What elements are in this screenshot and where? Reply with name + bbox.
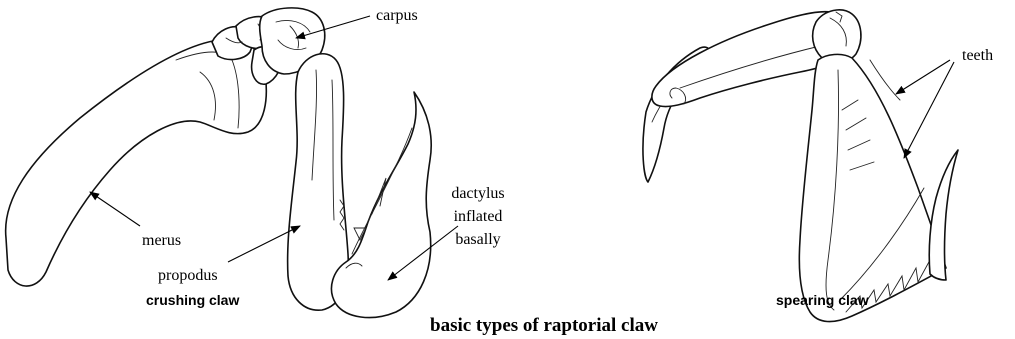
dactylus-segment <box>331 92 431 318</box>
propodus-label: propodus <box>158 267 218 284</box>
crushing-claw-drawing <box>6 8 432 318</box>
merus-label: merus <box>142 232 181 249</box>
teeth-label: teeth <box>962 47 993 64</box>
dactylus-label: dactylus <box>451 185 504 202</box>
figure-caption: basic types of raptorial claw <box>430 315 658 336</box>
crushing-claw-caption: crushing claw <box>146 292 239 308</box>
merus-segment <box>6 39 267 286</box>
spearing-dactylus-segment <box>929 150 958 280</box>
teeth-arrow-lower <box>904 62 954 158</box>
merus-arrow <box>90 192 140 226</box>
spearing-claw-drawing <box>643 10 958 322</box>
dactylus-label-2: inflated <box>454 208 503 225</box>
dactylus-label-3: basally <box>455 231 500 248</box>
spearing-claw-caption: spearing claw <box>776 292 869 308</box>
carpus-label: carpus <box>376 7 418 24</box>
teeth-arrow-upper <box>896 60 950 94</box>
